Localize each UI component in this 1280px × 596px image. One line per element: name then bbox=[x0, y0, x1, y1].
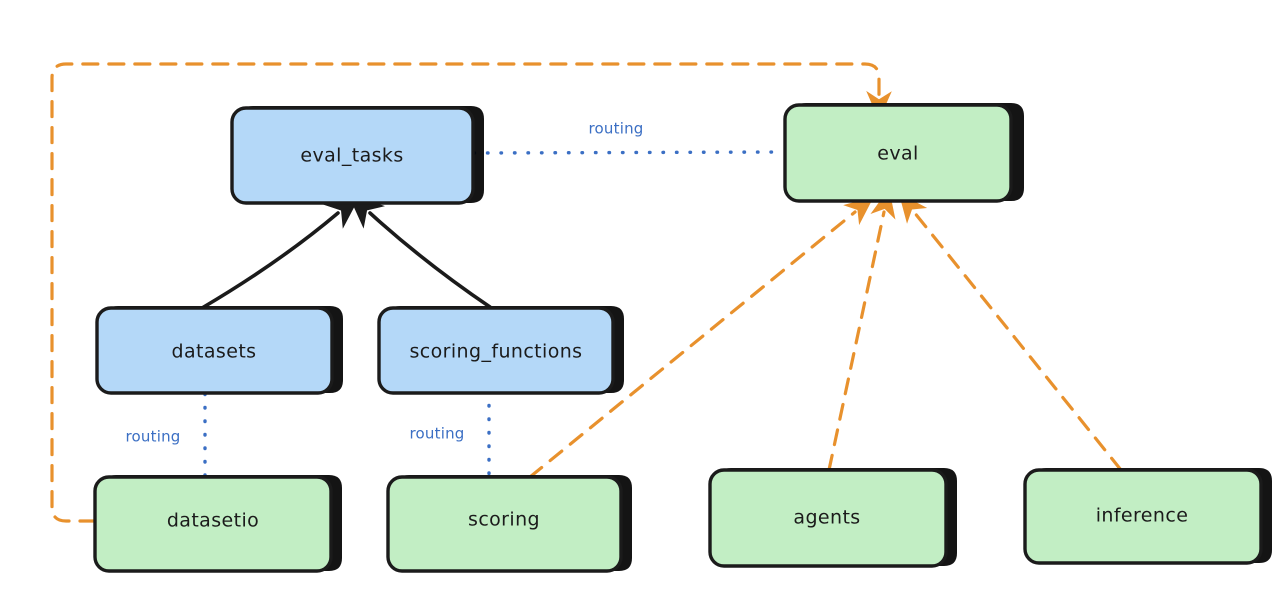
node-inference[interactable]: inference bbox=[1023, 468, 1272, 565]
node-label-eval: eval bbox=[877, 143, 918, 165]
node-eval_tasks[interactable]: eval_tasks bbox=[230, 106, 484, 205]
edge-scoring-to-eval bbox=[528, 196, 874, 479]
node-label-datasetio: datasetio bbox=[167, 510, 259, 532]
node-label-inference: inference bbox=[1096, 505, 1189, 527]
edge-scoring_functions-to-eval_tasks bbox=[347, 192, 492, 309]
node-label-agents: agents bbox=[793, 507, 860, 529]
edge-datasets-to-eval_tasks bbox=[200, 193, 362, 310]
node-label-scoring_functions: scoring_functions bbox=[410, 341, 583, 363]
node-datasetio[interactable]: datasetio bbox=[93, 475, 342, 573]
edge-label-routing-eval_tasks-eval: routing bbox=[589, 120, 644, 138]
edge-agents-to-eval bbox=[827, 188, 896, 472]
edge-datasetio-to-eval bbox=[50, 62, 892, 523]
node-agents[interactable]: agents bbox=[708, 468, 957, 568]
edge-label-routing-datasets-datasetio: routing bbox=[126, 428, 181, 446]
node-label-scoring: scoring bbox=[468, 509, 540, 531]
node-scoring[interactable]: scoring bbox=[386, 475, 632, 573]
node-datasets[interactable]: datasets bbox=[95, 306, 343, 395]
edge-inference-to-eval bbox=[898, 193, 1123, 472]
edge-eval_tasks-to-eval bbox=[472, 150, 785, 155]
node-eval[interactable]: eval bbox=[783, 103, 1024, 203]
node-scoring_functions[interactable]: scoring_functions bbox=[377, 306, 624, 395]
edge-label-routing-scoring_functions-scoring: routing bbox=[410, 425, 465, 443]
node-label-eval_tasks: eval_tasks bbox=[300, 145, 403, 167]
node-label-datasets: datasets bbox=[172, 341, 257, 363]
